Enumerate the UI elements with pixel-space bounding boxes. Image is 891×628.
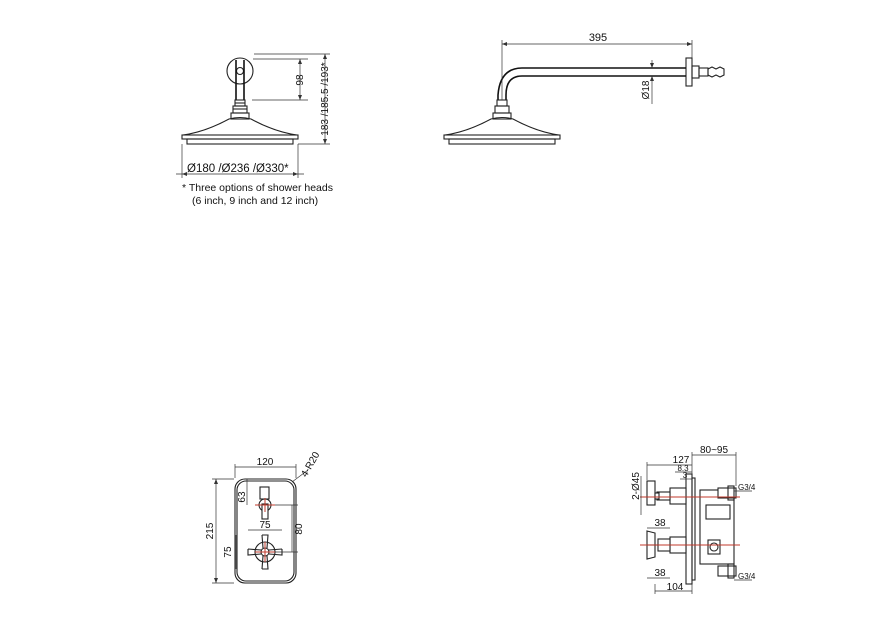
flange-screw: [235, 66, 245, 76]
shower-head-front-view: 98 183 /185.5 /193* Ø180 /Ø236 /Ø330*: [176, 53, 331, 178]
dim-wall-depth: 80~95: [700, 445, 729, 456]
dim-body-depth: 104: [667, 582, 684, 593]
outlet-bottom: [717, 565, 737, 577]
dim-valve-width: 120: [257, 457, 274, 468]
dim-valve-height: 215: [205, 522, 216, 539]
side-wall-flange: [685, 57, 693, 87]
wall-flange: [226, 57, 254, 85]
note-line-1: * Three options of shower heads: [182, 182, 333, 194]
dim-cross-handle: 75: [259, 520, 271, 531]
thread-bottom: G3/4: [738, 572, 756, 581]
dim-overall-depth: 127: [673, 455, 690, 466]
outlet-top: [717, 487, 737, 499]
note-line-2: (6 inch, 9 inch and 12 inch): [192, 195, 319, 207]
shower-head-side-view: 395 Ø18: [443, 32, 725, 145]
dim-arm-diameter: Ø18: [641, 80, 652, 99]
dim-lower-offset: 75: [223, 546, 234, 558]
shower-rose-face: [186, 138, 294, 145]
shower-rose-dome: [182, 116, 298, 136]
thread-top: G3/4: [738, 483, 756, 492]
valve-body: [699, 489, 735, 565]
side-threaded-fitting: [707, 66, 725, 78]
dim-arm-length: 395: [589, 32, 607, 44]
dim-plate-thickness: 8.3: [677, 464, 689, 473]
dim-diameters: Ø180 /Ø236 /Ø330*: [187, 163, 289, 175]
dim-arm-drop: 98: [295, 74, 306, 86]
dim-total-height: 183 /185.5 /193*: [320, 62, 331, 136]
dim-top-handle: 63: [237, 491, 248, 503]
dim-corner-radius: 4-R20: [299, 450, 322, 479]
dim-upper-lever: 38: [654, 518, 666, 529]
dim-plate-gap: 3: [683, 471, 688, 480]
valve-faceplate: [234, 478, 297, 584]
valve-side-view: 80~95 127 8.3 3 2-Ø45 38 38 104 G3/4 G3/…: [631, 445, 756, 594]
side-wall-plate: [685, 473, 693, 585]
dim-holes: 2-Ø45: [631, 472, 642, 500]
dim-lower-lever: 38: [654, 568, 666, 579]
shower-head-options-note: * Three options of shower heads (6 inch,…: [182, 182, 333, 208]
dim-handle-spacing: 80: [294, 523, 305, 535]
top-lever-handle: [259, 486, 270, 500]
side-shower-rose: [444, 116, 560, 136]
valve-front-view: 120 4-R20 215 63 80 75 75: [205, 450, 323, 584]
side-upper-lever: [646, 480, 656, 506]
